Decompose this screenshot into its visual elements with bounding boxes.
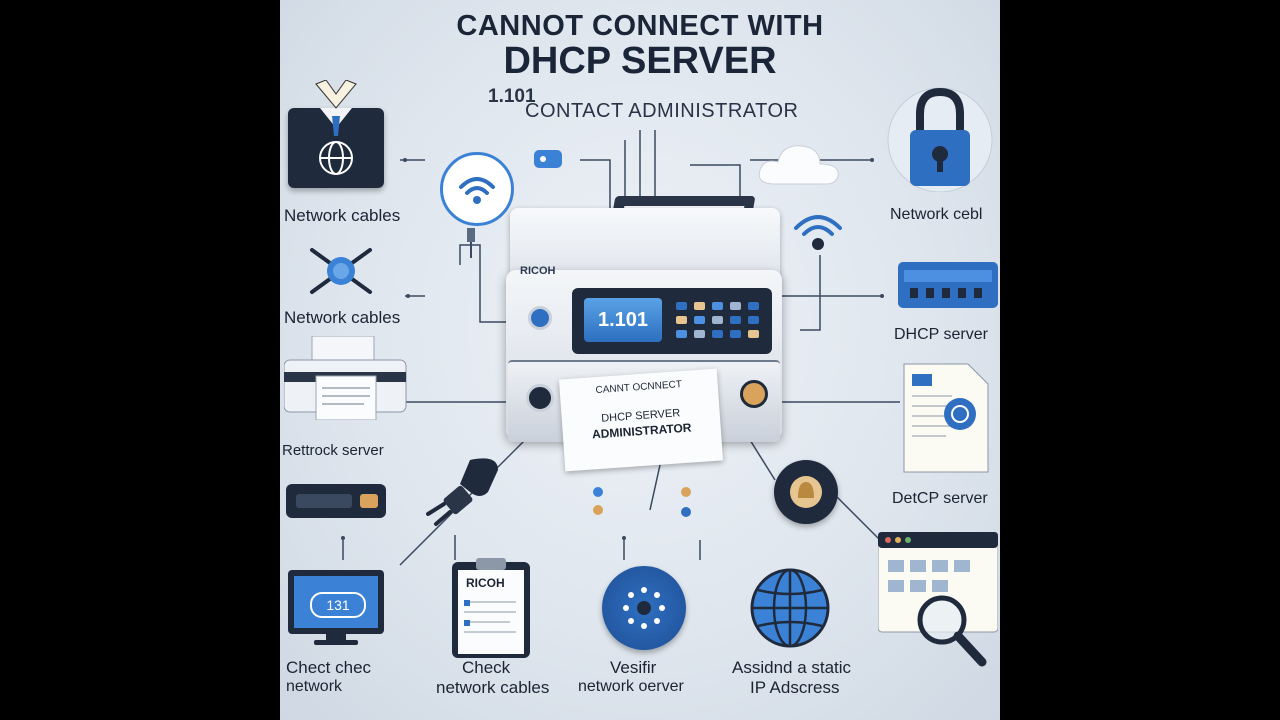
shirt-collar-icon	[312, 79, 360, 110]
keypad-key	[694, 302, 705, 310]
label-assign-b: IP Adscress	[750, 678, 840, 697]
printer-button-icon	[526, 384, 554, 412]
keypad-key	[694, 330, 705, 338]
keypad-key	[748, 302, 759, 310]
page-subtitle: CONTACT ADMINISTRATOR	[525, 100, 799, 122]
power-plug-icon	[424, 456, 504, 528]
printer-power-icon	[740, 380, 768, 408]
globe-tile-icon	[288, 108, 384, 188]
error-code: 1.101	[488, 86, 536, 107]
infographic: CANNOT CONNECT WITH DHCP SERVER 1.101 CO…	[280, 0, 1000, 720]
label-network-cebl: Network cebl	[890, 206, 983, 223]
cloud-icon	[756, 136, 842, 188]
monitor-text: 131	[310, 592, 366, 618]
lock-icon	[884, 80, 996, 193]
label-check-1b: network	[286, 678, 343, 695]
keypad-key	[694, 316, 705, 324]
browser-window-icon	[877, 531, 999, 678]
server-panel-icon	[898, 262, 998, 308]
globe-icon	[748, 566, 832, 650]
printer-knob-icon	[528, 306, 552, 330]
keypad-key	[730, 330, 741, 338]
label-rettrock-server: Rettrock server	[282, 442, 384, 459]
keypad-key	[712, 316, 723, 324]
label-assign-a: Assidnd a static	[732, 658, 852, 677]
printout-paper: CANNT OCNNECT DHCP SERVER ADMINISTRATOR	[558, 368, 724, 472]
keypad-key	[730, 302, 741, 310]
printer-screen: 1.101	[584, 298, 662, 342]
printer-brand: RICOH	[520, 265, 556, 277]
printout-line1: CANNT OCNNECT	[595, 379, 683, 397]
keypad-key	[676, 302, 687, 310]
label-check-2b: network cables	[436, 678, 550, 697]
status-tag-icon	[532, 148, 564, 170]
alert-bell-icon	[774, 460, 838, 524]
label-check-1a: Chect chec	[286, 658, 372, 677]
clipboard-brand: RICOH	[466, 576, 505, 590]
wifi-icon	[440, 152, 514, 226]
router-icon	[286, 482, 386, 522]
keypad-key	[748, 316, 759, 324]
small-printer-icon	[283, 335, 408, 421]
keypad-key	[748, 330, 759, 338]
cable-plug-icon	[464, 228, 478, 258]
label-verify-b: network oerver	[578, 678, 684, 695]
keypad-key	[712, 302, 723, 310]
label-detcp-server: DetCP server	[892, 490, 988, 507]
label-verify-a: Vesifir	[610, 658, 657, 677]
keypad-key	[676, 316, 687, 324]
network-hub-icon	[304, 240, 378, 302]
page-title-line1: CANNOT CONNECT WITH	[456, 10, 824, 42]
label-network-cables-2: Network cables	[284, 308, 401, 327]
keypad-key	[676, 330, 687, 338]
label-network-cables-1: Network cables	[284, 206, 401, 225]
clipboard-icon	[452, 558, 530, 658]
keypad-key	[730, 316, 741, 324]
wifi-signal-icon	[788, 206, 848, 258]
page-title-line2: DHCP SERVER	[503, 40, 777, 82]
keypad-key	[712, 330, 723, 338]
indicator-dots	[592, 484, 692, 520]
label-dhcp-server: DHCP server	[894, 326, 988, 343]
loading-gear-icon	[602, 566, 686, 650]
monitor-icon	[288, 570, 384, 646]
label-check-2a: Check	[462, 658, 511, 677]
document-icon	[902, 362, 990, 474]
